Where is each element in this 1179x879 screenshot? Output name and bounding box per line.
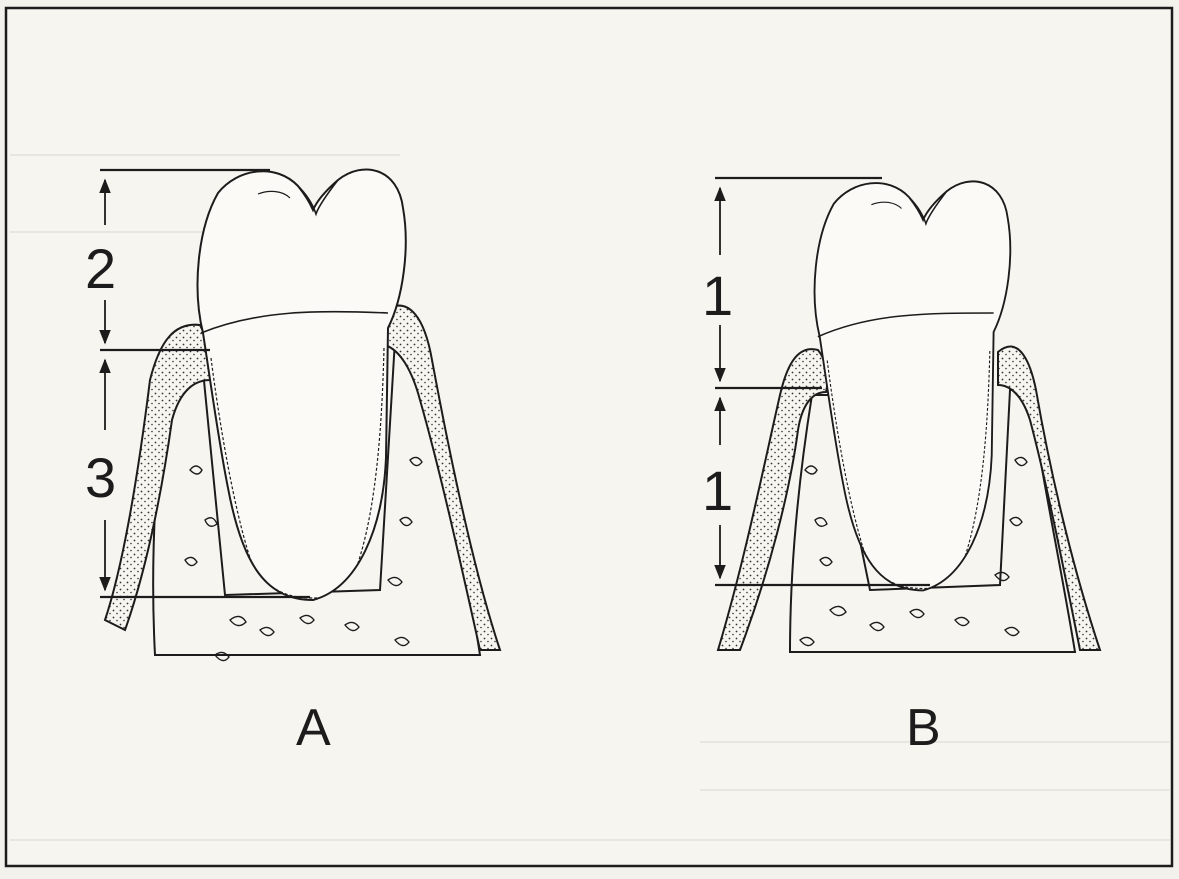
panel-letter-b: B (906, 699, 941, 757)
crown-ratio-label-b: 1 (702, 264, 733, 327)
root-ratio-label-a: 3 (85, 446, 116, 509)
root-ratio-label-b: 1 (702, 459, 733, 522)
panel-letter-a: A (296, 699, 331, 757)
crown-ratio-label-a: 2 (85, 237, 116, 300)
